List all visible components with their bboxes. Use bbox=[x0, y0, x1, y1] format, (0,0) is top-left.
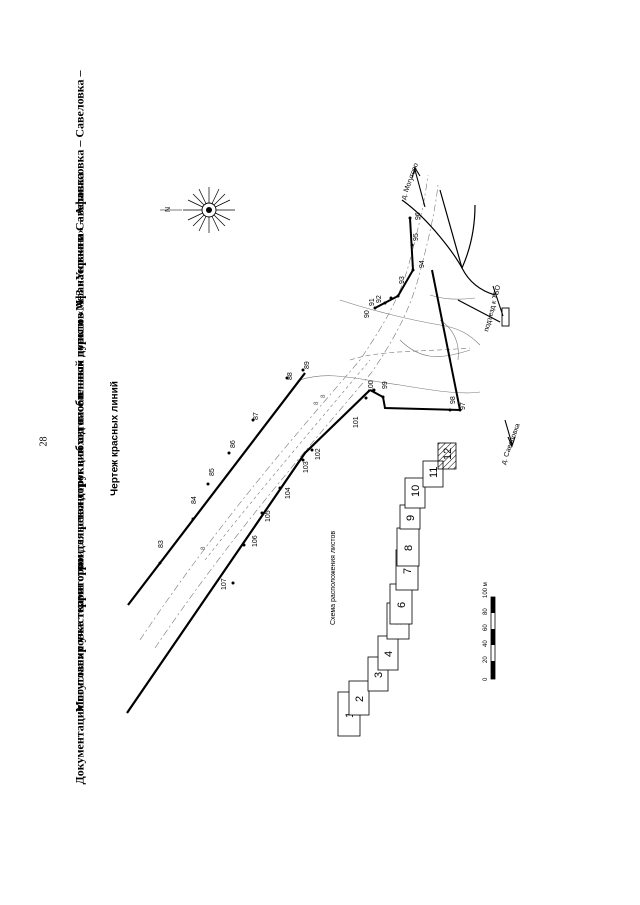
sheet-number: 7 bbox=[402, 568, 414, 574]
point-markers bbox=[158, 216, 462, 585]
red-line-east bbox=[374, 217, 415, 309]
point-label: 85 bbox=[209, 468, 216, 476]
point-label: 94 bbox=[419, 260, 426, 268]
sheet-box bbox=[404, 477, 426, 509]
point-label: 98 bbox=[450, 396, 457, 404]
point-label: 105 bbox=[265, 510, 272, 522]
sheet-number: 11 bbox=[428, 467, 440, 478]
sheet-number: 10 bbox=[410, 485, 422, 497]
compass-north-label: N bbox=[165, 207, 172, 212]
sheet-number: 6 bbox=[396, 602, 408, 608]
sheet-scheme: Схема расположения листов 12345678910111… bbox=[330, 442, 457, 737]
point-label: 106 bbox=[252, 535, 259, 547]
sheet-scheme-label: Схема расположения листов bbox=[330, 531, 337, 625]
sheet-number: 4 bbox=[383, 651, 395, 657]
point-label: 88 bbox=[287, 372, 294, 380]
point-label: 97 bbox=[460, 402, 467, 410]
point-label: 87 bbox=[253, 412, 260, 420]
centerline-mark: 8 bbox=[321, 394, 327, 398]
scale-tick-label: 100 м bbox=[483, 582, 489, 598]
scale-tick-label: 0 bbox=[483, 677, 489, 681]
red-line-lower bbox=[126, 389, 371, 714]
sheet-number: 2 bbox=[354, 696, 366, 702]
point-label: 103 bbox=[303, 461, 310, 473]
point-label: 99 bbox=[382, 381, 389, 389]
point-label: 83 bbox=[158, 540, 165, 548]
point-label: 91 bbox=[369, 298, 376, 306]
centerline-mark: 8 bbox=[314, 401, 320, 405]
sheet-number: 9 bbox=[405, 515, 417, 521]
road-label-savelovka: д. Савеловка bbox=[500, 423, 521, 466]
point-label: 100 bbox=[368, 380, 375, 392]
centerline-marks: 8 8 8 bbox=[201, 394, 327, 550]
point-label: 107 bbox=[221, 578, 228, 590]
sheet-number: 3 bbox=[373, 672, 385, 678]
sheet-box bbox=[348, 680, 370, 716]
road-label-mogutovo: д. Могутово bbox=[400, 162, 420, 201]
direction-arrows bbox=[411, 166, 516, 448]
point-label: 101 bbox=[353, 416, 360, 428]
east-point-labels: 90 91 92 93 94 95 96 bbox=[364, 212, 426, 318]
lower-point-labels: 107 106 105 104 103 102 101 100 99 98 97 bbox=[221, 380, 467, 590]
point-label: 90 bbox=[364, 310, 371, 318]
point-label: 92 bbox=[376, 295, 383, 303]
sheet-number: 8 bbox=[403, 545, 415, 551]
centerline-mark: 8 bbox=[201, 546, 207, 550]
point-label: 102 bbox=[315, 448, 322, 460]
scale-bar: 0 20 40 60 80 100 м bbox=[483, 582, 496, 681]
red-line-junction bbox=[369, 269, 462, 412]
existing-road-lines bbox=[139, 174, 481, 649]
compass-rose-icon: N bbox=[160, 187, 235, 233]
approach-road-boundaries bbox=[401, 189, 501, 323]
scale-tick-label: 20 bbox=[483, 656, 489, 663]
point-label: 95 bbox=[413, 233, 420, 241]
upper-point-labels: 83 84 85 86 87 88 89 bbox=[158, 361, 311, 548]
point-label: 104 bbox=[285, 487, 292, 499]
scale-tick-label: 40 bbox=[483, 640, 489, 647]
point-label: 93 bbox=[399, 276, 406, 284]
point-label: 84 bbox=[191, 496, 198, 504]
sheet-number: 12 bbox=[442, 448, 454, 460]
scale-tick-label: 80 bbox=[483, 608, 489, 615]
point-label: 96 bbox=[415, 212, 422, 220]
sheet-box bbox=[437, 442, 457, 470]
scale-tick-label: 60 bbox=[483, 624, 489, 631]
red-line-upper bbox=[127, 372, 306, 606]
point-label: 86 bbox=[230, 440, 237, 448]
building-marker bbox=[501, 307, 510, 327]
point-label: 89 bbox=[304, 361, 311, 369]
